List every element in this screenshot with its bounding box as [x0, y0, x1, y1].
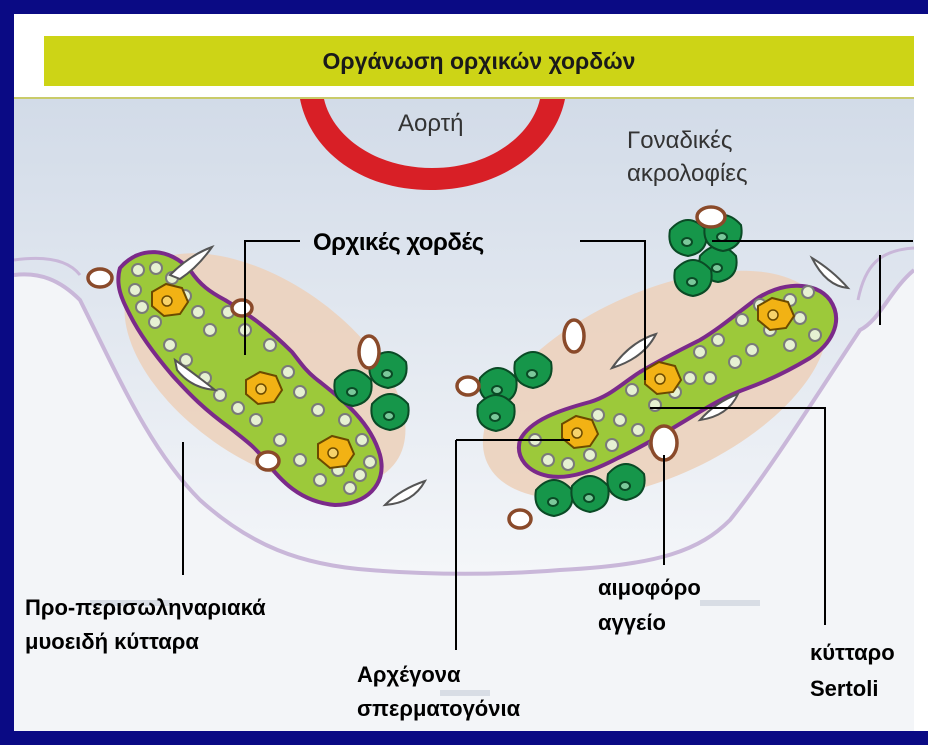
aorta-label: Αορτή [398, 108, 464, 139]
spermatogonia-label-2: σπερματογόνια [357, 694, 520, 724]
sertoli-label-1: κύτταρο [810, 638, 895, 668]
gonadal-ridges-label-1: Γοναδικές [627, 125, 732, 156]
blood-vessel-label-2: αγγείο [598, 608, 666, 638]
spermatogonia-label-1: Αρχέγονα [357, 660, 461, 690]
sertoli-label-2: Sertoli [810, 674, 878, 704]
peritubular-myoid-label-2: μυοειδή κύτταρα [25, 627, 199, 657]
gonadal-ridges-label-2: ακρολοφίες [627, 158, 748, 189]
blood-vessel-label-1: αιμοφόρο [598, 573, 701, 603]
testis-cords-label: Ορχικές χορδές [313, 229, 484, 257]
peritubular-myoid-label-1: Προ-περισωληναριακά [25, 593, 266, 623]
